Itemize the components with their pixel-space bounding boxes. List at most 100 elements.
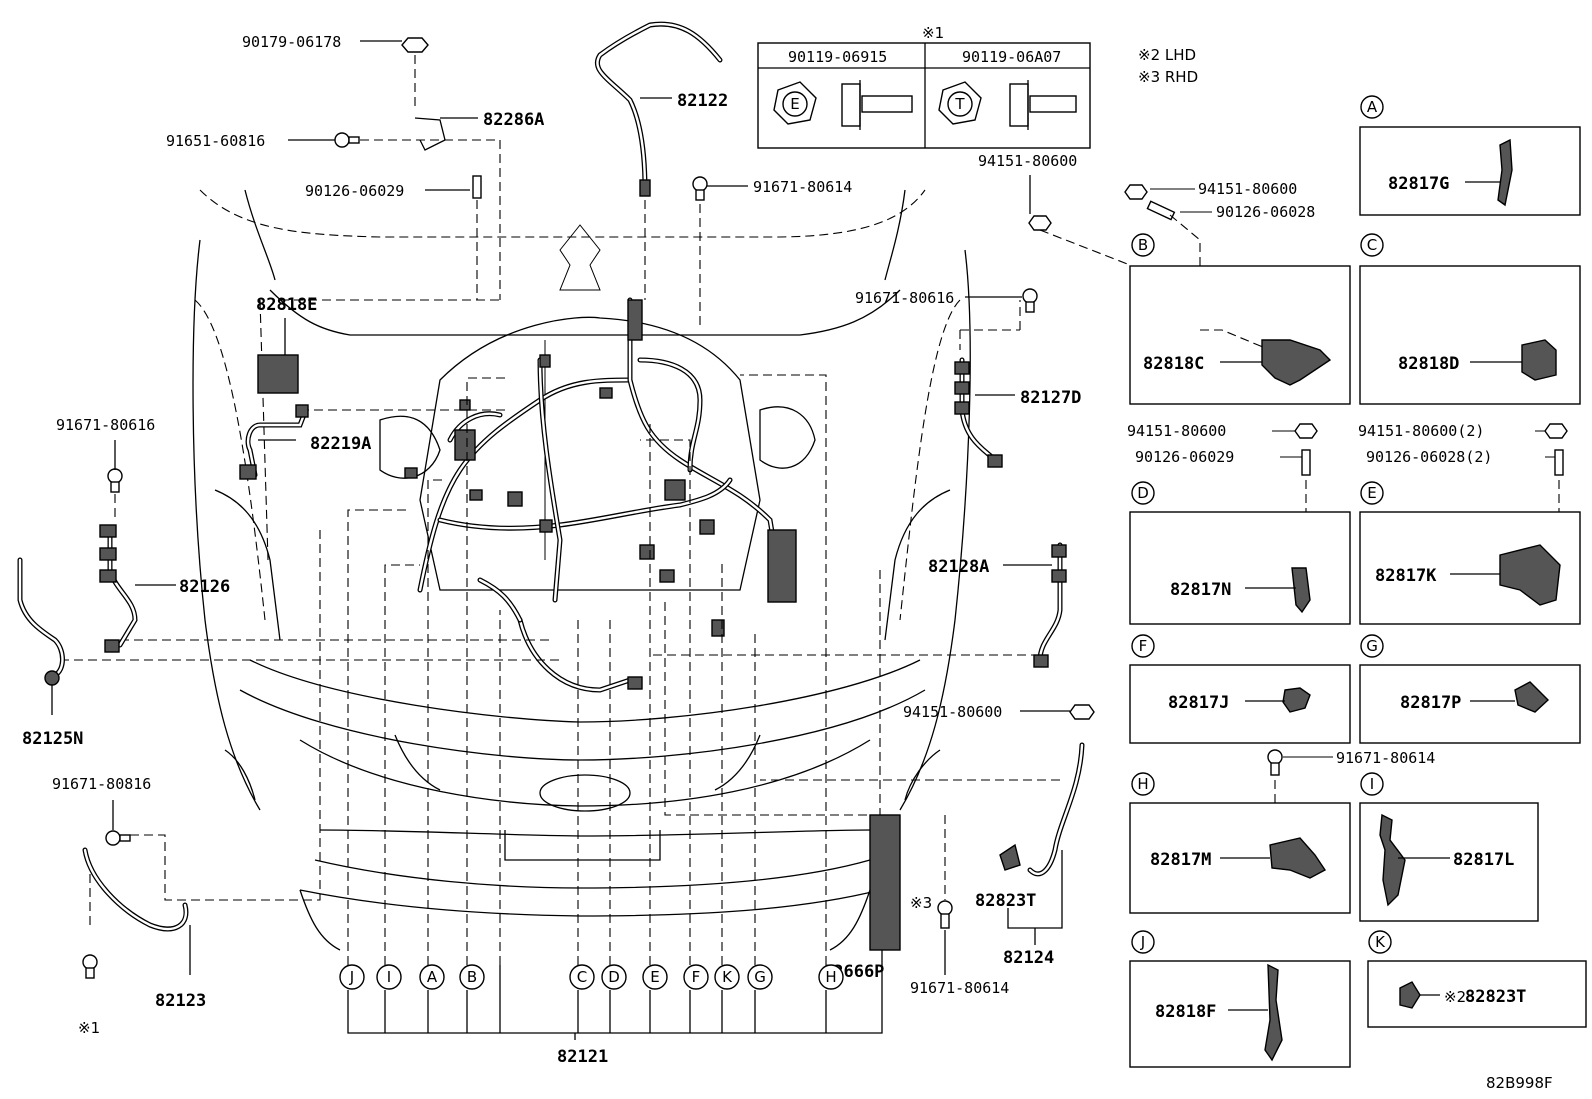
fastener-symbol-T: T bbox=[954, 95, 965, 113]
label-82123: 82123 bbox=[155, 991, 206, 1011]
label-94151-80600-top: 94151-80600 bbox=[978, 152, 1077, 170]
svg-text:F: F bbox=[1139, 637, 1148, 655]
connector-circle-D: D bbox=[601, 964, 627, 990]
svg-text:82823T: 82823T bbox=[1465, 987, 1526, 1007]
connector-circle-B: B bbox=[459, 964, 485, 990]
connector-circle-A: A bbox=[419, 964, 445, 990]
note-lhd: ※2 LHD bbox=[1138, 46, 1196, 64]
connector-circle-F: F bbox=[683, 964, 709, 990]
label-82126: 82126 bbox=[179, 577, 230, 597]
svg-text:82817J: 82817J bbox=[1168, 693, 1229, 713]
connector-circle-G: G bbox=[747, 964, 773, 990]
side-parts bbox=[17, 21, 1095, 979]
detail-panel-A: A 82817G bbox=[1359, 95, 1581, 216]
engine-room-harness-82121 bbox=[404, 297, 797, 693]
connector-circle-J: J bbox=[339, 964, 365, 990]
connector-circle-C: C bbox=[569, 964, 595, 990]
svg-text:H: H bbox=[1137, 775, 1148, 793]
svg-text:B: B bbox=[467, 968, 477, 986]
label-82122: 82122 bbox=[677, 91, 728, 111]
svg-text:82818C: 82818C bbox=[1143, 354, 1204, 374]
svg-text:90126-06028: 90126-06028 bbox=[1216, 203, 1315, 221]
detail-panels: A 82817G 94151-80600 90126-06028 B 82818… bbox=[1124, 95, 1587, 1068]
svg-text:D: D bbox=[608, 968, 620, 986]
detail-panel-B: 94151-80600 90126-06028 B 82818C bbox=[1124, 180, 1351, 405]
svg-text:A: A bbox=[1367, 98, 1378, 116]
label-82128A: 82128A bbox=[928, 557, 989, 577]
label-82219A: 82219A bbox=[310, 434, 371, 454]
svg-text:82817L: 82817L bbox=[1453, 850, 1514, 870]
note-rhd: ※3 RHD bbox=[1138, 68, 1198, 86]
label-star1-bottom: ※1 bbox=[78, 1019, 100, 1037]
label-rhd-mark: ※3 bbox=[910, 894, 932, 912]
fastener-table-part-1: 90119-06915 bbox=[788, 48, 887, 66]
svg-text:G: G bbox=[1366, 637, 1378, 655]
svg-text:G: G bbox=[754, 968, 766, 986]
connector-circle-I: I bbox=[376, 964, 402, 990]
svg-text:82818D: 82818D bbox=[1398, 354, 1459, 374]
connector-circle-H: H bbox=[818, 964, 844, 990]
svg-text:94151-80600: 94151-80600 bbox=[1127, 422, 1226, 440]
svg-text:I: I bbox=[387, 968, 391, 986]
svg-text:C: C bbox=[1367, 236, 1377, 254]
detail-panel-H: 91671-80614 H 82817M bbox=[1129, 749, 1435, 914]
connector-circle-K: K bbox=[714, 964, 740, 990]
label-91671-80614-bottom: 91671-80614 bbox=[910, 979, 1009, 997]
label-91671-80616-left: 91671-80616 bbox=[56, 416, 155, 434]
svg-text:C: C bbox=[577, 968, 587, 986]
diagram-id: 82B998F bbox=[1486, 1074, 1553, 1092]
label-82823T: 82823T bbox=[975, 891, 1036, 911]
svg-text:D: D bbox=[1137, 484, 1149, 502]
svg-text:J: J bbox=[349, 968, 354, 986]
label-82121: 82121 bbox=[557, 1047, 608, 1067]
fastener-table-note: ※1 bbox=[922, 24, 944, 42]
label-82818E: 82818E bbox=[256, 295, 317, 315]
svg-text:H: H bbox=[825, 968, 836, 986]
fastener-table: ※1 90119-06915 90119-06A07 E T bbox=[757, 24, 1091, 149]
part-labels: 90179-06178 82286A 91651-60816 90126-060… bbox=[22, 33, 1081, 1067]
label-91671-80614-top: 91671-80614 bbox=[753, 178, 852, 196]
detail-panel-J: J 82818F bbox=[1129, 930, 1351, 1068]
svg-text:K: K bbox=[1375, 933, 1386, 951]
svg-text:F: F bbox=[692, 968, 701, 986]
svg-text:91671-80614: 91671-80614 bbox=[1336, 749, 1435, 767]
svg-text:82817N: 82817N bbox=[1170, 580, 1231, 600]
label-82125N: 82125N bbox=[22, 729, 83, 749]
fastener-table-part-2: 90119-06A07 bbox=[962, 48, 1061, 66]
label-90126-06029: 90126-06029 bbox=[305, 182, 404, 200]
connector-circle-E: E bbox=[642, 964, 668, 990]
svg-text:E: E bbox=[1367, 484, 1376, 502]
label-82286A: 82286A bbox=[483, 110, 544, 130]
svg-text:B: B bbox=[1138, 236, 1148, 254]
detail-panel-E: 94151-80600(2) 90126-06028(2) E 82817K bbox=[1358, 422, 1581, 625]
svg-text:90126-06028(2): 90126-06028(2) bbox=[1366, 448, 1492, 466]
svg-text:82817P: 82817P bbox=[1400, 693, 1461, 713]
detail-panel-I: I 82817L bbox=[1359, 772, 1539, 922]
svg-text:I: I bbox=[1370, 775, 1374, 793]
detail-panel-G: G 82817P bbox=[1359, 634, 1581, 744]
svg-text:K: K bbox=[722, 968, 733, 986]
label-90179-06178: 90179-06178 bbox=[242, 33, 341, 51]
label-91651-60816: 91651-60816 bbox=[166, 132, 265, 150]
connector-circles: J I A B C D E F K G H bbox=[339, 964, 844, 990]
svg-text:A: A bbox=[427, 968, 438, 986]
label-94151-80600-mid: 94151-80600 bbox=[903, 703, 1002, 721]
label-leaders bbox=[51, 40, 1070, 1040]
svg-text:90126-06029: 90126-06029 bbox=[1135, 448, 1234, 466]
detail-panel-D: 94151-80600 90126-06029 D 82817N bbox=[1127, 422, 1351, 625]
label-82124: 82124 bbox=[1003, 948, 1054, 968]
leader-lines bbox=[60, 55, 1131, 965]
detail-panel-K: K ※2 82823T bbox=[1367, 930, 1587, 1028]
svg-text:J: J bbox=[1140, 933, 1145, 951]
svg-text:82817M: 82817M bbox=[1150, 850, 1211, 870]
svg-text:E: E bbox=[650, 968, 659, 986]
label-82127D: 82127D bbox=[1020, 388, 1081, 408]
svg-text:82818F: 82818F bbox=[1155, 1002, 1216, 1022]
svg-text:82817G: 82817G bbox=[1388, 174, 1449, 194]
label-91671-80616-right: 91671-80616 bbox=[855, 289, 954, 307]
detail-panel-C: C 82818D bbox=[1359, 233, 1581, 405]
svg-text:94151-80600: 94151-80600 bbox=[1198, 180, 1297, 198]
label-91671-80816: 91671-80816 bbox=[52, 775, 151, 793]
svg-text:※2: ※2 bbox=[1444, 988, 1466, 1006]
